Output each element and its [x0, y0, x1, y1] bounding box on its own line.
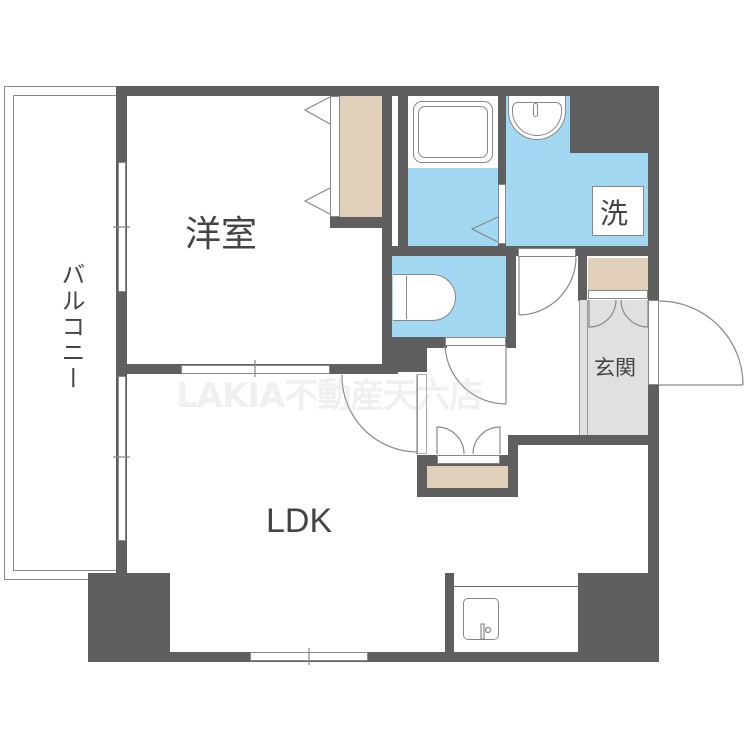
closet-door-track: [330, 96, 340, 217]
wall-bath-left: [398, 86, 408, 344]
watermark: LAKIA不動産天六店: [176, 376, 483, 416]
faucet-icon: [533, 103, 538, 117]
wall-below-entrance: [508, 435, 659, 445]
column-bottom-left: [88, 573, 170, 662]
balcony-outer-rail: [4, 86, 116, 580]
balcony-label: バルコニー: [57, 262, 85, 392]
entrance-step: [579, 300, 588, 435]
wall-column-hall: [382, 337, 427, 372]
shoe-closet-door-track: [588, 290, 648, 299]
wall-entrance-left: [578, 256, 587, 301]
kitchen-counter-line: [454, 586, 578, 587]
balcony-inner-rail: [13, 95, 116, 571]
wall-kitchen-left: [445, 573, 454, 653]
toilet-bowl-icon: [393, 274, 456, 321]
wall-right-lower: [648, 385, 659, 661]
shoe-closet: [588, 258, 648, 290]
bath-door: [498, 184, 506, 244]
washer-label: 洗: [600, 197, 629, 230]
column-bottom-right: [578, 573, 659, 662]
entrance-floor: [588, 300, 648, 435]
hall-storage: [427, 466, 508, 488]
wall-toilet-right: [506, 256, 516, 348]
wall-bath-washroom: [498, 96, 506, 246]
entrance-label: 玄関: [594, 356, 636, 380]
wall-closet-bottom: [330, 217, 392, 228]
toilet-tank: [393, 276, 407, 319]
wall-bottom: [88, 652, 659, 662]
wall-western-room-right: [382, 86, 392, 374]
front-door-frame: [648, 300, 659, 385]
bathtub-inner: [418, 106, 488, 158]
washroom-door: [518, 248, 576, 257]
window-ldk-left: [118, 376, 126, 541]
bathroom-floor: [408, 168, 498, 246]
washer-space: [592, 186, 644, 236]
western-room-label: 洋室: [185, 214, 258, 255]
wall-right-upper: [648, 86, 659, 300]
toilet-door: [445, 337, 506, 346]
bathtub-icon: [413, 101, 493, 163]
hall-storage-door-track: [437, 455, 500, 464]
western-room-closet: [340, 96, 382, 217]
column-top-right: [570, 86, 659, 153]
ldk-label: LDK: [266, 502, 333, 540]
wall-left: [116, 86, 127, 576]
